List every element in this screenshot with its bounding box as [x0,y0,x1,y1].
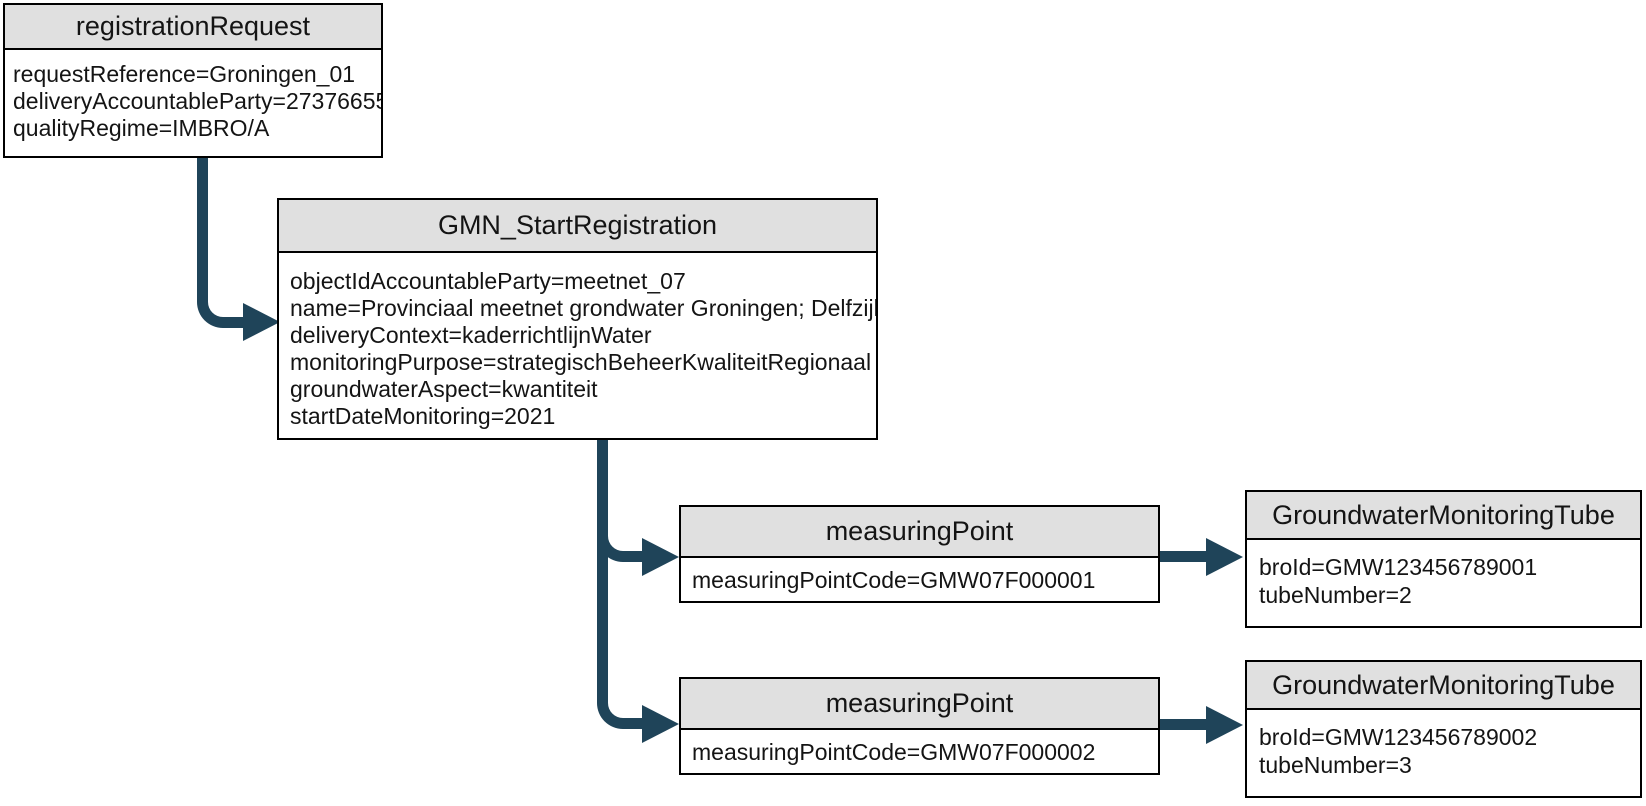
node-body: broId=GMW123456789001 tubeNumber=2 [1247,540,1640,609]
attribute-line: requestReference=Groningen_01 [13,61,356,87]
attribute-line: name=Provinciaal meetnet grondwater Gron… [290,295,876,321]
node-title: measuringPoint [825,688,1014,718]
node-title: registrationRequest [75,11,311,41]
node-title: GroundwaterMonitoringTube [1272,669,1615,700]
attribute-line: monitoringPurpose=strategischBeheerKwali… [290,349,872,375]
attribute-line: measuringPointCode=GMW07F000002 [692,739,1096,765]
arrowhead-right-icon [642,538,679,576]
attribute-line: deliveryContext=kaderrichtlijnWater [290,322,652,348]
node-groundwater-monitoring-tube-2: GroundwaterMonitoringTube broId=GMW12345… [1245,660,1642,798]
node-measuring-point-1: measuringPoint measuringPointCode=GMW07F… [679,505,1160,603]
node-body: measuringPointCode=GMW07F000001 [681,558,1158,594]
node-header: measuringPoint [681,507,1158,558]
arrowhead-right-icon [1206,538,1243,576]
connector-gmn-to-measuringpoint-2 [597,440,642,729]
attribute-line: broId=GMW123456789002 [1259,724,1538,750]
connector-measuringpoint1-to-tube1 [1160,551,1208,562]
node-header: GMN_StartRegistration [279,200,876,253]
attribute-line: tubeNumber=3 [1259,752,1412,778]
attribute-line: deliveryAccountableParty=27376655 [13,88,381,114]
node-gmn-start-registration: GMN_StartRegistration objectIdAccountabl… [277,198,878,440]
arrowhead-right-icon [243,303,280,341]
connector-registration-to-gmn [197,158,245,328]
connector-measuringpoint2-to-tube2 [1160,719,1208,730]
node-registration-request: registrationRequest requestReference=Gro… [3,3,383,158]
attribute-line: qualityRegime=IMBRO/A [13,115,270,141]
node-measuring-point-2: measuringPoint measuringPointCode=GMW07F… [679,677,1160,775]
attribute-line: broId=GMW123456789001 [1259,554,1538,580]
arrowhead-right-icon [1206,706,1243,744]
node-body: objectIdAccountableParty=meetnet_07 name… [279,253,876,430]
node-body: broId=GMW123456789002 tubeNumber=3 [1247,710,1640,779]
node-body: requestReference=Groningen_01 deliveryAc… [5,50,381,142]
attribute-line: measuringPointCode=GMW07F000001 [692,567,1096,593]
node-groundwater-monitoring-tube-1: GroundwaterMonitoringTube broId=GMW12345… [1245,490,1642,628]
node-header: GroundwaterMonitoringTube [1247,662,1640,710]
node-header: measuringPoint [681,679,1158,730]
attribute-line: groundwaterAspect=kwantiteit [290,376,598,402]
node-header: registrationRequest [5,5,381,50]
node-title: GroundwaterMonitoringTube [1272,499,1615,530]
node-title: GMN_StartRegistration [437,210,718,240]
node-title: measuringPoint [825,516,1014,546]
attribute-line: tubeNumber=2 [1259,582,1412,608]
attribute-line: startDateMonitoring=2021 [290,403,556,429]
arrowhead-right-icon [642,705,679,743]
node-header: GroundwaterMonitoringTube [1247,492,1640,540]
attribute-line: objectIdAccountableParty=meetnet_07 [290,268,686,294]
node-body: measuringPointCode=GMW07F000002 [681,730,1158,766]
